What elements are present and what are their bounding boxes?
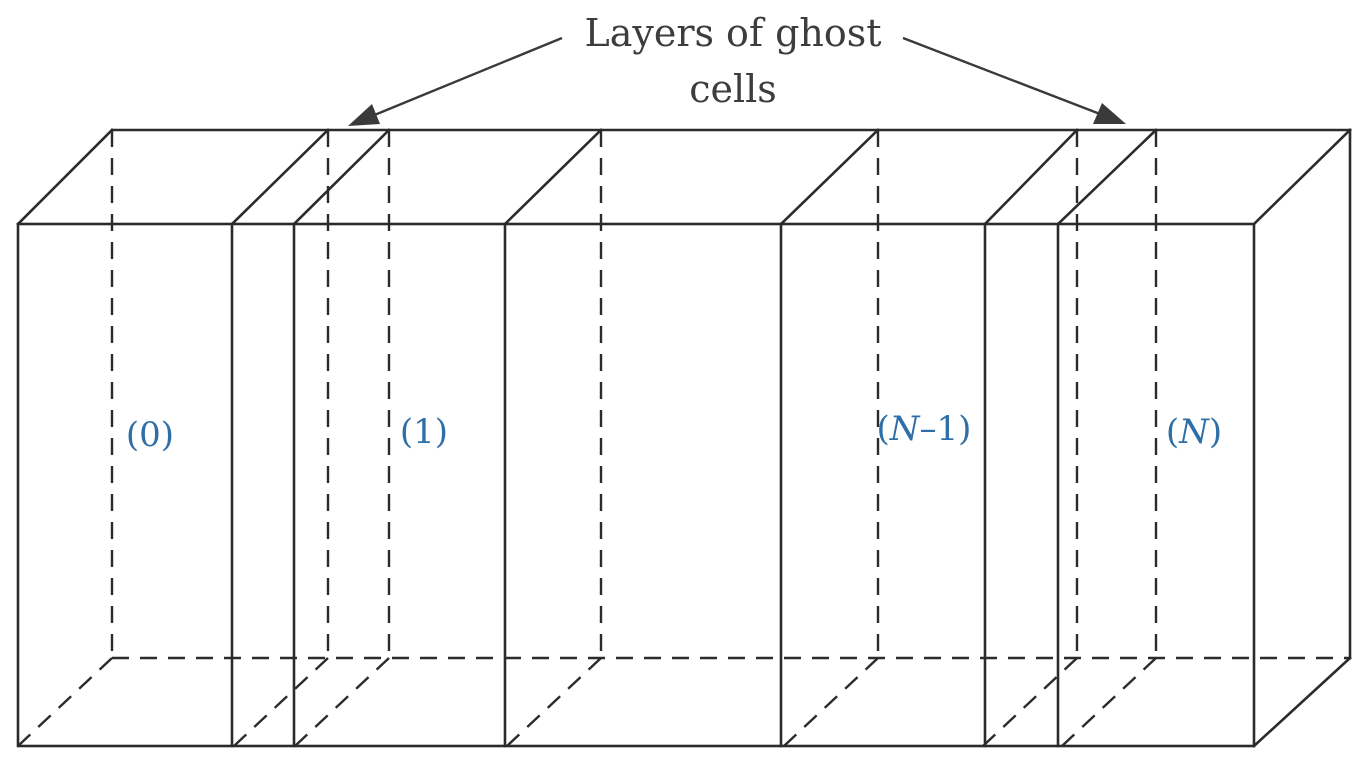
right-arrow-head <box>1093 103 1126 124</box>
hidden-diagonal-edge <box>1061 657 1157 747</box>
hidden-diagonal-edge <box>17 657 113 747</box>
hidden-diagonal-edge <box>783 657 879 747</box>
partition-top-diagonal <box>503 128 603 226</box>
partition-top-diagonal <box>230 128 330 226</box>
hidden-edges <box>17 130 1350 747</box>
slab-label-n: (N) <box>1166 412 1222 452</box>
slab-label-1: (1) <box>400 412 448 452</box>
left-arrow-line <box>371 36 563 118</box>
right-arrow-line <box>902 36 1101 116</box>
left-arrow-head <box>348 104 380 126</box>
annotation-arrows <box>348 36 1126 126</box>
annotation-line-2: cells <box>689 67 777 111</box>
partition-top-diagonal <box>983 128 1079 226</box>
slab-label-n-minus-1: (N–1) <box>877 409 972 449</box>
right-bottom-diagonal <box>1252 656 1352 748</box>
left-top-diagonal <box>16 128 114 226</box>
partition-top-diagonal <box>1056 128 1158 226</box>
hidden-diagonal-edge <box>506 657 602 747</box>
slab-label-0: (0) <box>126 415 174 455</box>
hidden-diagonal-edge <box>982 657 1078 747</box>
hidden-diagonal-edge <box>294 657 390 747</box>
annotation-line-1: Layers of ghost <box>584 11 881 55</box>
partition-top-diagonal <box>779 128 880 226</box>
front-face <box>16 222 1256 748</box>
visible-edges <box>16 128 1352 748</box>
partition-top-diagonal <box>292 128 391 226</box>
hidden-diagonal-edge <box>233 657 329 747</box>
right-top-diagonal <box>1252 128 1352 226</box>
